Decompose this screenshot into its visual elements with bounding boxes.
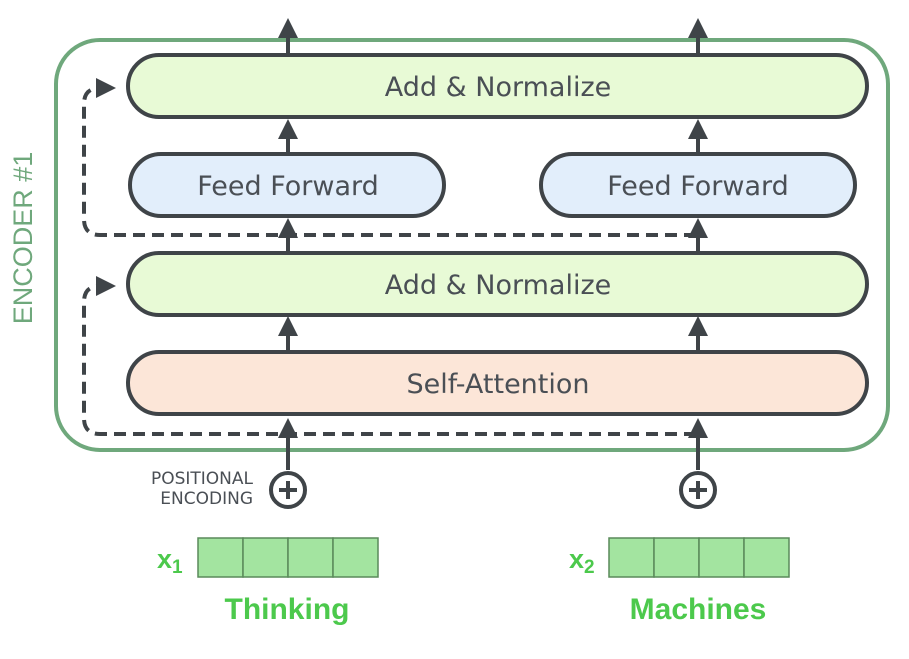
feed-forward-left-box <box>128 152 446 218</box>
plus-circle-icon <box>269 471 307 509</box>
embedding-vector-2 <box>608 537 790 578</box>
self-attention-box <box>126 350 869 416</box>
add-normalize-bottom-label: Add & Normalize <box>385 270 611 301</box>
self-attention-label: Self-Attention <box>406 369 589 400</box>
input-symbol-2: x2 <box>569 544 595 578</box>
add-normalize-top-label: Add & Normalize <box>385 72 611 103</box>
add-normalize-top-box <box>126 53 869 119</box>
embedding-vector-1 <box>197 537 379 578</box>
feed-forward-right-box <box>539 152 857 218</box>
feed-forward-right-label: Feed Forward <box>607 171 789 202</box>
encoder-frame <box>54 38 890 452</box>
plus-circle-icon <box>679 471 717 509</box>
flow-arrows <box>278 18 708 470</box>
encoder-label: ENCODER #1 <box>8 152 38 325</box>
input-symbol-1: x1 <box>157 544 183 578</box>
positional-label-line2: ENCODING <box>160 489 253 509</box>
positional-label-line1: POSITIONAL <box>151 469 254 489</box>
feed-forward-left-label: Feed Forward <box>197 171 379 202</box>
add-normalize-bottom-box <box>126 251 869 317</box>
input-word-2: Machines <box>630 593 767 626</box>
input-word-1: Thinking <box>225 593 350 626</box>
